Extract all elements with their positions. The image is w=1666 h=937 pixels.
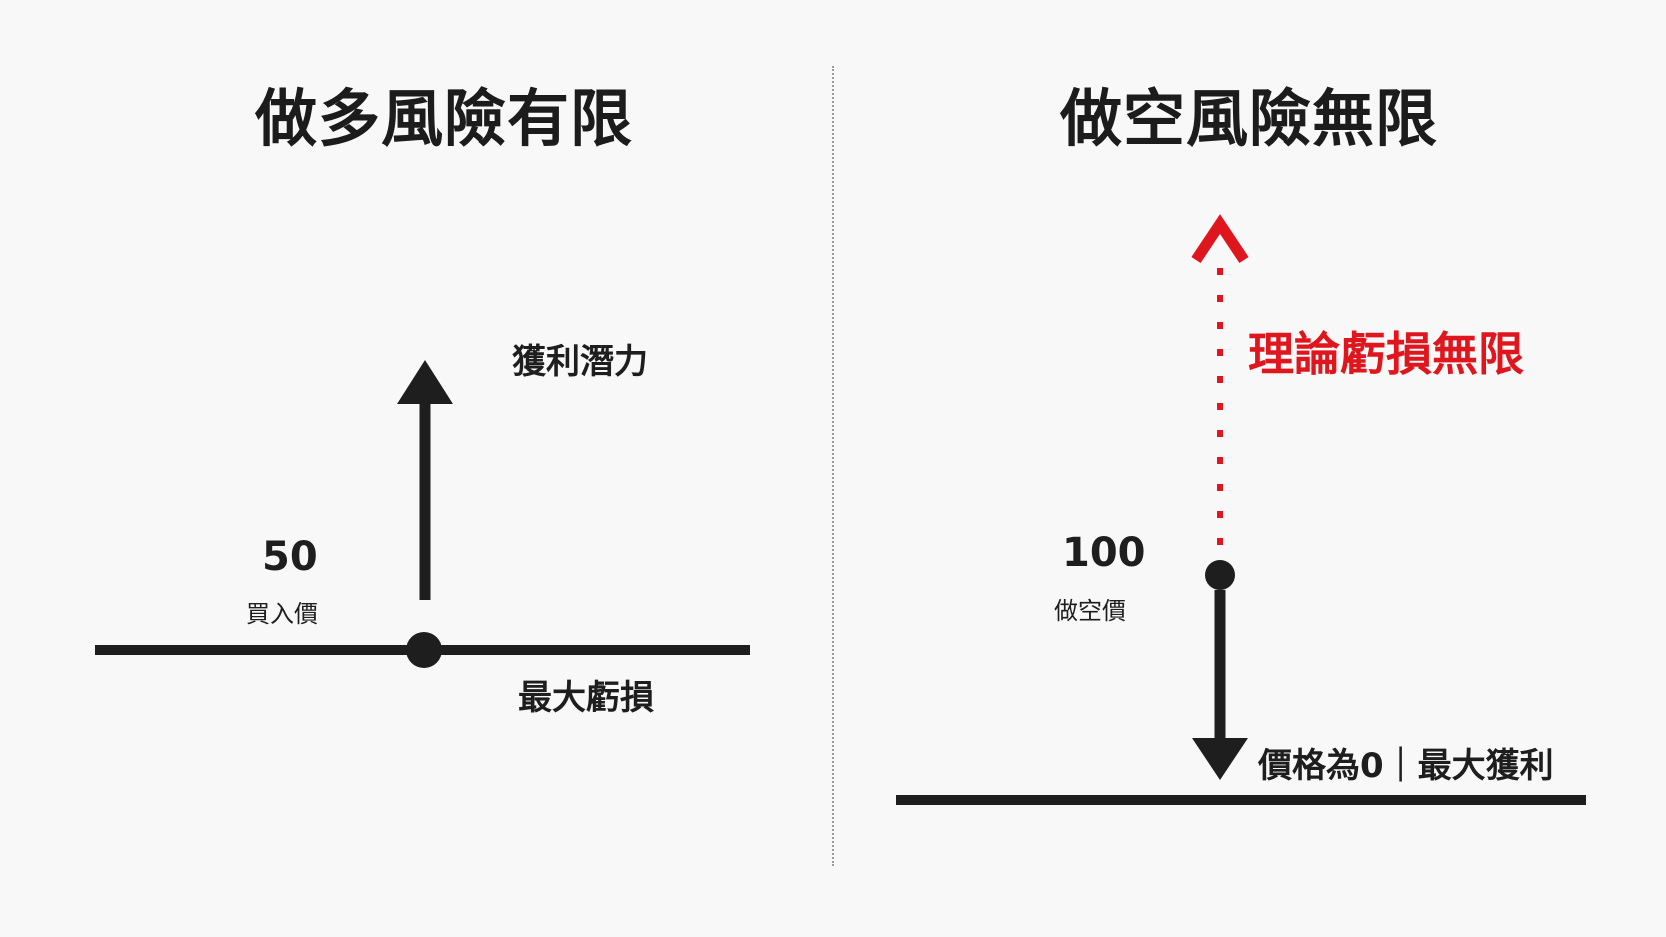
short-position-panel: 做空風險無限 100 做空價 理論虧損無限 價格為0｜最大獲利 — [834, 0, 1666, 937]
long-position-panel: 做多風險有限 50 買入價 獲利潛力 最大虧損 — [0, 0, 830, 937]
up-arrow-icon — [397, 360, 453, 404]
short-panel-title: 做空風險無限 — [1060, 82, 1439, 155]
red-up-arrow-icon — [1191, 214, 1249, 264]
short-entry-caption: 做空價 — [1054, 597, 1126, 625]
panel-divider — [832, 66, 834, 866]
short-downside-label: 價格為0｜最大獲利 — [1258, 746, 1554, 786]
long-upside-label: 獲利潛力 — [512, 342, 648, 382]
long-panel-title: 做多風險有限 — [255, 82, 634, 155]
long-entry-point-dot-icon — [406, 632, 442, 668]
long-entry-price: 50 — [262, 534, 318, 580]
short-upside-risk-label: 理論虧損無限 — [1248, 327, 1524, 381]
long-diagram — [95, 360, 750, 668]
long-entry-caption: 買入價 — [246, 600, 318, 628]
short-entry-point-dot-icon — [1205, 560, 1235, 590]
long-downside-label: 最大虧損 — [518, 678, 654, 718]
short-entry-price: 100 — [1062, 530, 1146, 576]
short-diagram — [896, 214, 1586, 805]
down-arrow-icon — [1192, 738, 1248, 780]
